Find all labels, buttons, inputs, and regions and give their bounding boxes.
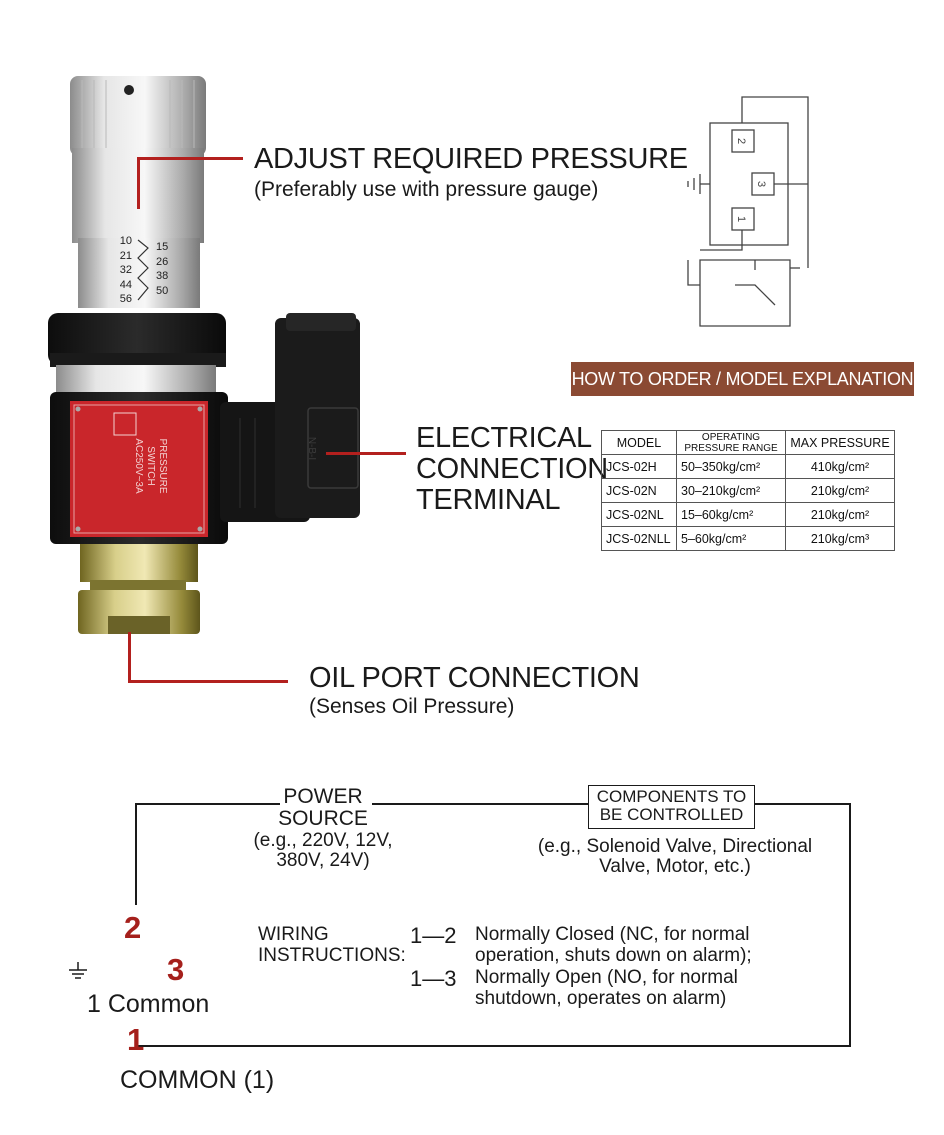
cell-max: 210kg/cm³ <box>785 526 895 551</box>
oil-callout-drop <box>128 632 131 683</box>
model-table: MODEL OPERATING PRESSURE RANGE MAX PRESS… <box>601 430 895 551</box>
header-range-line: PRESSURE RANGE <box>684 442 778 454</box>
terminal-2: 2 <box>124 910 142 945</box>
wire-top-left <box>135 803 280 805</box>
cell-max: 210kg/cm² <box>785 502 895 527</box>
scale-number: 44 <box>119 278 132 291</box>
scale-number: 56 <box>119 293 132 305</box>
table-header-row: MODEL OPERATING PRESSURE RANGE MAX PRESS… <box>601 430 895 455</box>
wire-right-vertical <box>849 803 851 1047</box>
ground-icon <box>66 960 90 982</box>
table-row: JCS-02NL 15–60kg/cm² 210kg/cm² <box>601 502 895 527</box>
oil-port-subtitle: (Senses Oil Pressure) <box>309 695 515 718</box>
power-example-line: (e.g., 220V, 12V, <box>253 830 393 851</box>
oil-callout-line <box>128 680 288 683</box>
components-example-line: (e.g., Solenoid Valve, Directional <box>537 836 813 857</box>
header-model: MODEL <box>601 430 677 455</box>
cell-max: 410kg/cm² <box>785 454 895 479</box>
scale-numbers-left: 10 21 32 44 56 <box>102 234 132 307</box>
adjust-pressure-subtitle: (Preferably use with pressure gauge) <box>254 178 599 201</box>
electrical-callout-line <box>326 452 406 455</box>
electrical-line: CONNECTION <box>416 453 608 485</box>
cell-range: 30–210kg/cm² <box>676 478 786 503</box>
power-line: POWER <box>283 785 363 808</box>
components-example-line: Valve, Motor, etc.) <box>599 856 751 877</box>
scale-numbers-right: 15 26 38 50 <box>156 240 186 298</box>
adjust-callout-line <box>137 157 243 160</box>
scale-number: 26 <box>156 255 169 268</box>
plate-line: SWITCH <box>145 446 156 486</box>
table-row: JCS-02N 30–210kg/cm² 210kg/cm² <box>601 478 895 503</box>
no-pins: 1—3 <box>410 966 457 991</box>
scale-number: 21 <box>119 249 132 262</box>
schematic-drawing: 2 3 1 <box>687 96 809 327</box>
wire-left-vertical <box>135 803 137 905</box>
electrical-connection-label: ELECTRICAL CONNECTION TERMINAL <box>416 423 608 516</box>
cell-model: JCS-02NL <box>601 502 677 527</box>
instructions-line: WIRING <box>258 924 329 945</box>
power-line: SOURCE <box>278 807 368 830</box>
table-row: JCS-02H 50–350kg/cm² 410kg/cm² <box>601 454 895 479</box>
cell-model: JCS-02NLL <box>601 526 677 551</box>
table-row: JCS-02NLL 5–60kg/cm² 210kg/cm³ <box>601 526 895 551</box>
device-plate-text: PRESSURE SWITCH AC250V~3A <box>132 406 168 526</box>
schematic-pin-3: 3 <box>755 181 767 187</box>
cell-range: 5–60kg/cm² <box>676 526 786 551</box>
header-operating-range: OPERATING PRESSURE RANGE <box>676 430 786 455</box>
nc-line: operation, shuts down on alarm); <box>475 945 752 966</box>
plate-line: PRESSURE <box>157 438 168 494</box>
nc-line: Normally Closed (NC, for normal <box>475 924 750 945</box>
cell-range: 50–350kg/cm² <box>676 454 786 479</box>
common-label: 1 Common <box>87 990 210 1018</box>
power-source-examples: (e.g., 220V, 12V, 380V, 24V) <box>238 831 408 871</box>
scale-number: 15 <box>156 241 169 253</box>
adjust-pressure-title: ADJUST REQUIRED PRESSURE <box>254 143 688 175</box>
header-max-pressure: MAX PRESSURE <box>785 430 895 455</box>
cell-max: 210kg/cm² <box>785 478 895 503</box>
wire-bottom <box>138 1045 851 1047</box>
components-examples: (e.g., Solenoid Valve, Directional Valve… <box>530 837 820 877</box>
cell-model: JCS-02N <box>601 478 677 503</box>
terminal-1: 1 <box>127 1022 145 1057</box>
cell-range: 15–60kg/cm² <box>676 502 786 527</box>
nc-description: Normally Closed (NC, for normal operatio… <box>475 924 752 966</box>
no-line: Normally Open (NO, for normal <box>475 967 738 988</box>
header-range-line: OPERATING <box>701 431 761 443</box>
pressure-switch-illustration: 10 21 32 44 56 15 26 38 50 PRESSURE SWIT… <box>30 68 420 658</box>
scale-number: 38 <box>156 270 169 282</box>
scale-number: 50 <box>156 284 169 297</box>
components-line: BE CONTROLLED <box>599 805 744 824</box>
components-box: COMPONENTS TO BE CONTROLLED <box>588 785 755 829</box>
plate-line: AC250V~3A <box>133 438 144 494</box>
schematic-pin-1: 1 <box>735 216 747 222</box>
oil-port-title: OIL PORT CONNECTION <box>309 662 640 694</box>
power-source-label: POWER SOURCE <box>268 786 378 830</box>
power-example-line: 380V, 24V) <box>276 850 370 871</box>
components-line: COMPONENTS TO <box>596 787 747 806</box>
switch-schematic: 2 3 1 <box>680 90 830 340</box>
instructions-line: INSTRUCTIONS: <box>258 945 406 966</box>
adjust-callout-drop <box>137 157 140 209</box>
wire-top-right <box>755 803 851 805</box>
nc-pins: 1—2 <box>410 923 457 948</box>
schematic-pin-2: 2 <box>735 138 747 144</box>
connector-text: N-B-I <box>306 436 318 461</box>
electrical-line: ELECTRICAL <box>416 422 592 454</box>
no-description: Normally Open (NO, for normal shutdown, … <box>475 967 738 1009</box>
pressure-switch-drawing <box>48 76 360 634</box>
order-banner: HOW TO ORDER / MODEL EXPLANATION <box>571 362 914 396</box>
scale-number: 10 <box>119 235 132 247</box>
wiring-instructions-label: WIRING INSTRUCTIONS: <box>258 924 406 966</box>
cell-model: JCS-02H <box>601 454 677 479</box>
scale-number: 32 <box>119 264 132 276</box>
terminal-3: 3 <box>167 952 185 987</box>
wire-top-mid <box>372 803 588 805</box>
common-bottom-label: COMMON (1) <box>120 1066 275 1094</box>
electrical-line: TERMINAL <box>416 484 561 516</box>
no-line: shutdown, operates on alarm) <box>475 988 727 1009</box>
